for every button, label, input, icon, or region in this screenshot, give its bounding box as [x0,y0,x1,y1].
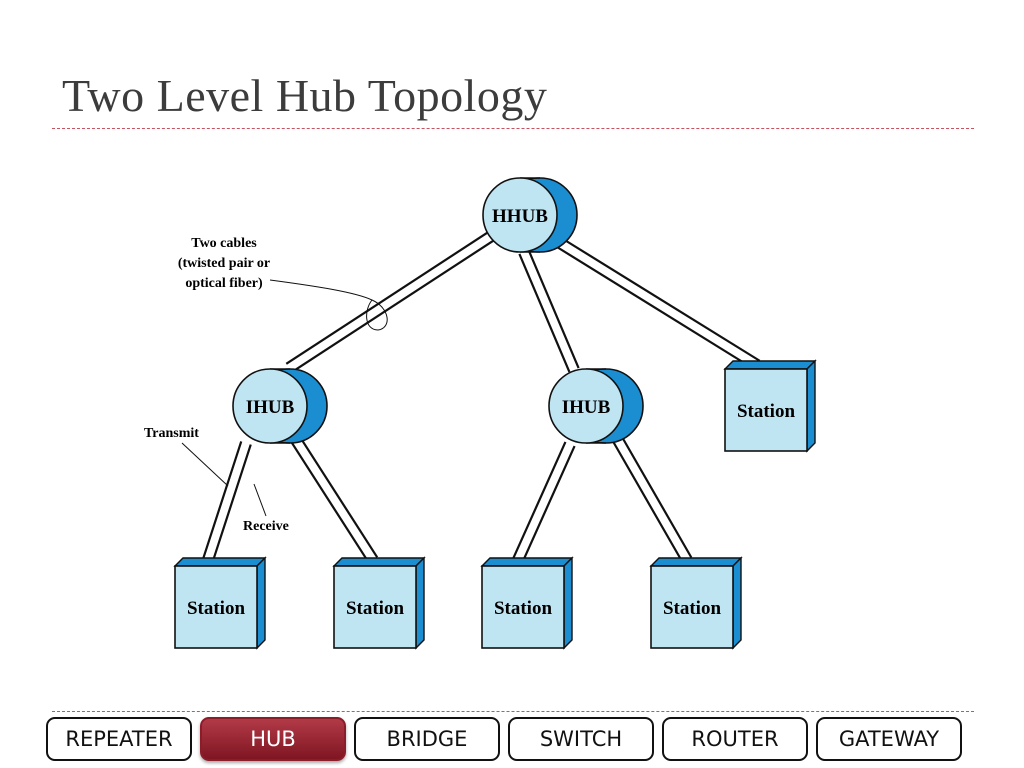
hub-face [482,177,558,253]
hub-node-hhub: HHUB [482,177,578,253]
station-face [481,565,565,649]
station-node-station-hhub: Station [723,359,817,453]
diagram-annotations: Two cables (twisted pair or optical fibe… [144,236,388,534]
cable-link [285,227,500,374]
station-label: Station [663,598,722,619]
hub-face [548,368,624,444]
station-label: Station [346,598,405,619]
station-side [563,556,573,650]
station-node-station-2: Station [332,556,426,650]
hub-node-ihub-left: IHUB [232,368,328,444]
cable-links [202,227,761,564]
nav-switch-button[interactable]: SWITCH [508,717,654,761]
nav-repeater-button[interactable]: REPEATER [46,717,192,761]
receive-leader-line [253,483,267,517]
nav-router-button[interactable]: ROUTER [662,717,808,761]
nav-hub-button[interactable]: HUB [200,717,346,761]
transmit-label: Transmit [144,426,199,441]
footer-divider [52,711,974,712]
cable-link [556,237,761,371]
cable-link [290,436,379,564]
hub-label: IHUB [246,397,295,418]
cable-link [512,441,576,563]
station-label: Station [737,401,796,422]
station-face [650,565,734,649]
nav-gateway-button[interactable]: GATEWAY [816,717,962,761]
hub-label: IHUB [562,397,611,418]
station-node-station-3: Station [480,556,574,650]
station-label: Station [187,598,246,619]
station-top [173,557,267,567]
hub-face [232,368,308,444]
cable-link [612,436,693,564]
cables-label-line2: (twisted pair or [178,256,270,271]
station-side [732,556,742,650]
station-label: Station [494,598,553,619]
station-top [332,557,426,567]
receive-label: Receive [243,519,289,534]
hub-label: HHUB [492,206,548,227]
cables-label-line1: Two cables [191,236,257,251]
station-top [480,557,574,567]
station-node-station-1: Station [173,556,267,650]
cable-link [518,249,580,373]
cable-link [202,441,252,562]
station-face [724,368,808,452]
station-side [256,556,266,650]
slide-title: Two Level Hub Topology [62,70,548,121]
station-face [174,565,258,649]
station-top [723,360,817,370]
hub-node-ihub-right: IHUB [548,368,644,444]
cables-label-line3: optical fiber) [185,276,263,291]
station-node-station-4: Station [649,556,743,650]
nav-bridge-button[interactable]: BRIDGE [354,717,500,761]
topic-navigation: REPEATER HUB BRIDGE SWITCH ROUTER GATEWA… [46,717,962,761]
station-side [806,359,816,453]
station-side [415,556,425,650]
transmit-leader-line [181,442,229,487]
station-top [649,557,743,567]
title-divider [52,128,974,129]
station-face [333,565,417,649]
cables-leader-line [269,279,388,331]
